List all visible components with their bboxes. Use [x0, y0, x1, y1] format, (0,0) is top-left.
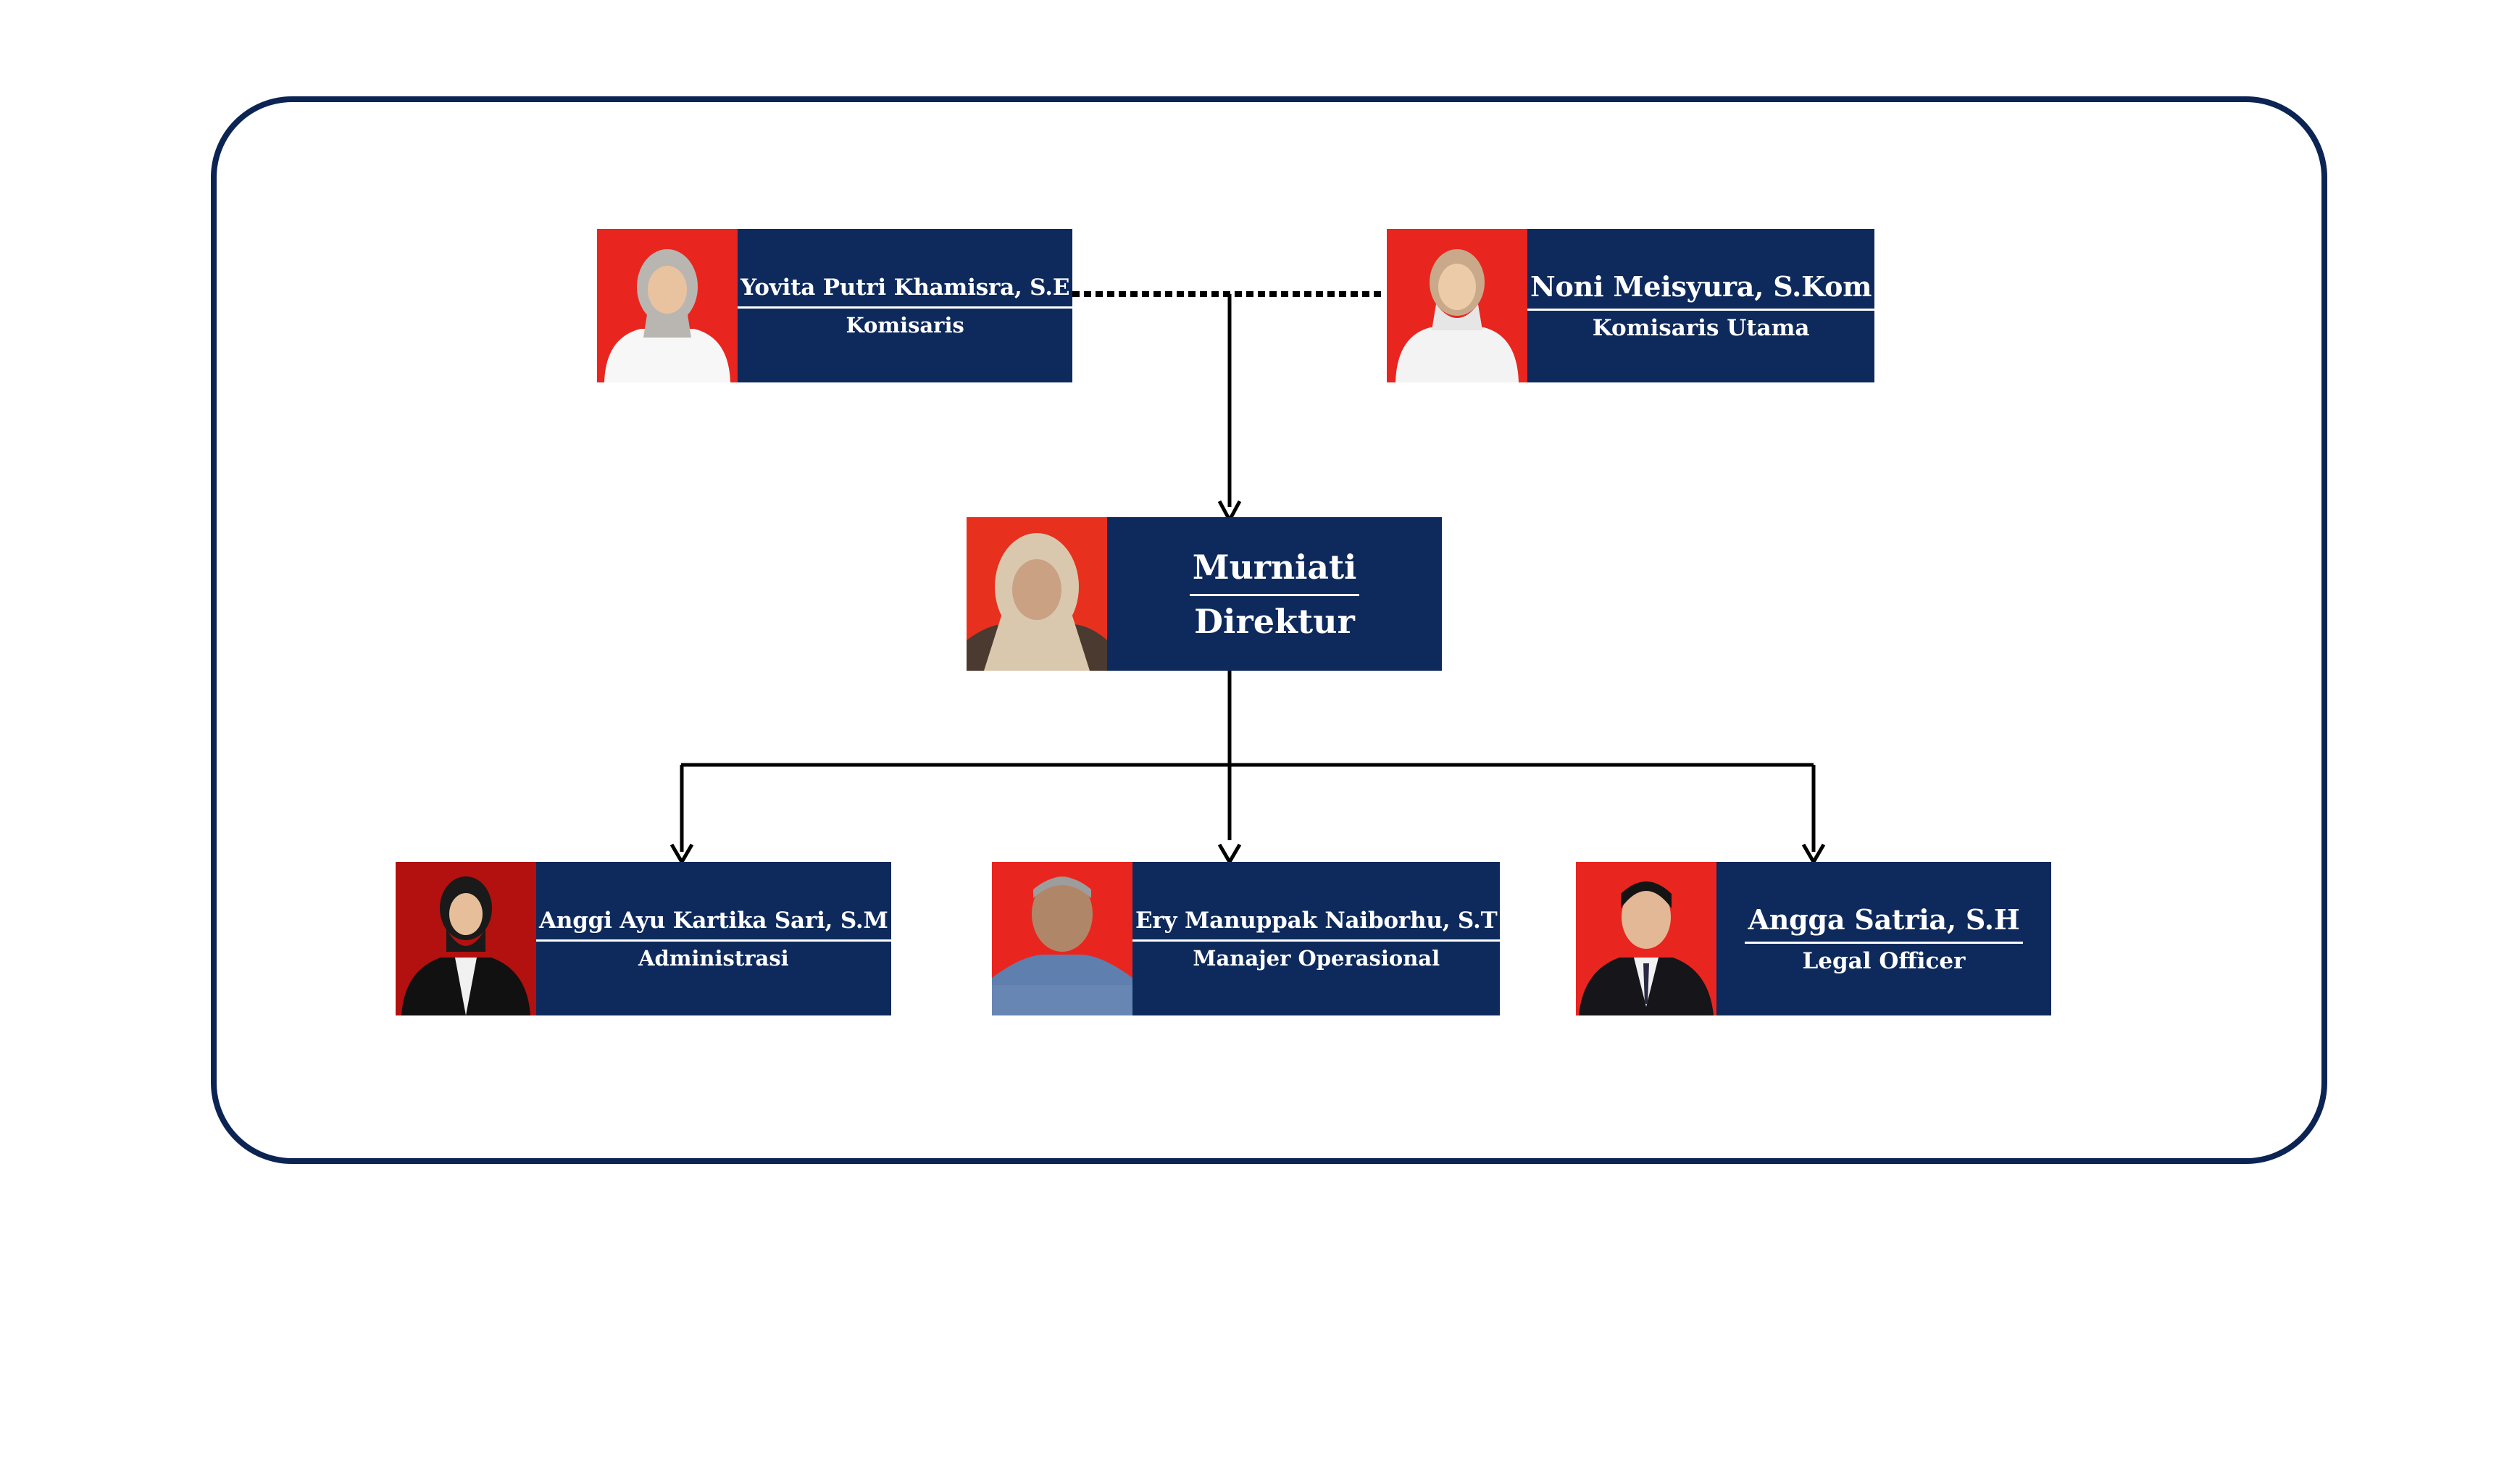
- role-administrasi: Administrasi: [638, 945, 789, 971]
- role-komisaris: Komisaris: [846, 312, 964, 338]
- name-direktur: Murniati: [1189, 548, 1360, 596]
- role-direktur: Direktur: [1194, 601, 1355, 641]
- card-direktur: Murniati Direktur: [967, 517, 1442, 671]
- role-komisaris-utama: Komisaris Utama: [1592, 315, 1810, 341]
- name-administrasi: Anggi Ayu Kartika Sari, S.M: [536, 908, 891, 942]
- card-administrasi: Anggi Ayu Kartika Sari, S.M Administrasi: [396, 862, 891, 1015]
- card-legal-officer: Angga Satria, S.H Legal Officer: [1576, 862, 2051, 1015]
- photo-legal-officer: [1576, 862, 1716, 1015]
- name-legal-officer: Angga Satria, S.H: [1745, 903, 2023, 944]
- org-chart-frame: [211, 96, 2327, 1164]
- card-manajer-operasional: Ery Manuppak Naiborhu, S.T Manajer Opera…: [992, 862, 1501, 1015]
- name-komisaris-utama: Noni Meisyura, S.Kom: [1527, 270, 1875, 311]
- card-komisaris: Yovita Putri Khamisra, S.E Komisaris: [597, 229, 1073, 382]
- photo-administrasi: [396, 862, 536, 1015]
- photo-komisaris: [597, 229, 738, 382]
- name-komisaris: Yovita Putri Khamisra, S.E: [738, 275, 1073, 309]
- role-manajer-operasional: Manajer Operasional: [1193, 945, 1440, 971]
- photo-manajer-operasional: [992, 862, 1132, 1015]
- photo-komisaris-utama: [1387, 229, 1527, 382]
- name-manajer-operasional: Ery Manuppak Naiborhu, S.T: [1132, 908, 1501, 942]
- photo-direktur: [967, 517, 1107, 671]
- card-komisaris-utama: Noni Meisyura, S.Kom Komisaris Utama: [1387, 229, 1875, 382]
- bus-to-operasional-arrow: [1217, 843, 1242, 866]
- role-legal-officer: Legal Officer: [1802, 948, 1966, 974]
